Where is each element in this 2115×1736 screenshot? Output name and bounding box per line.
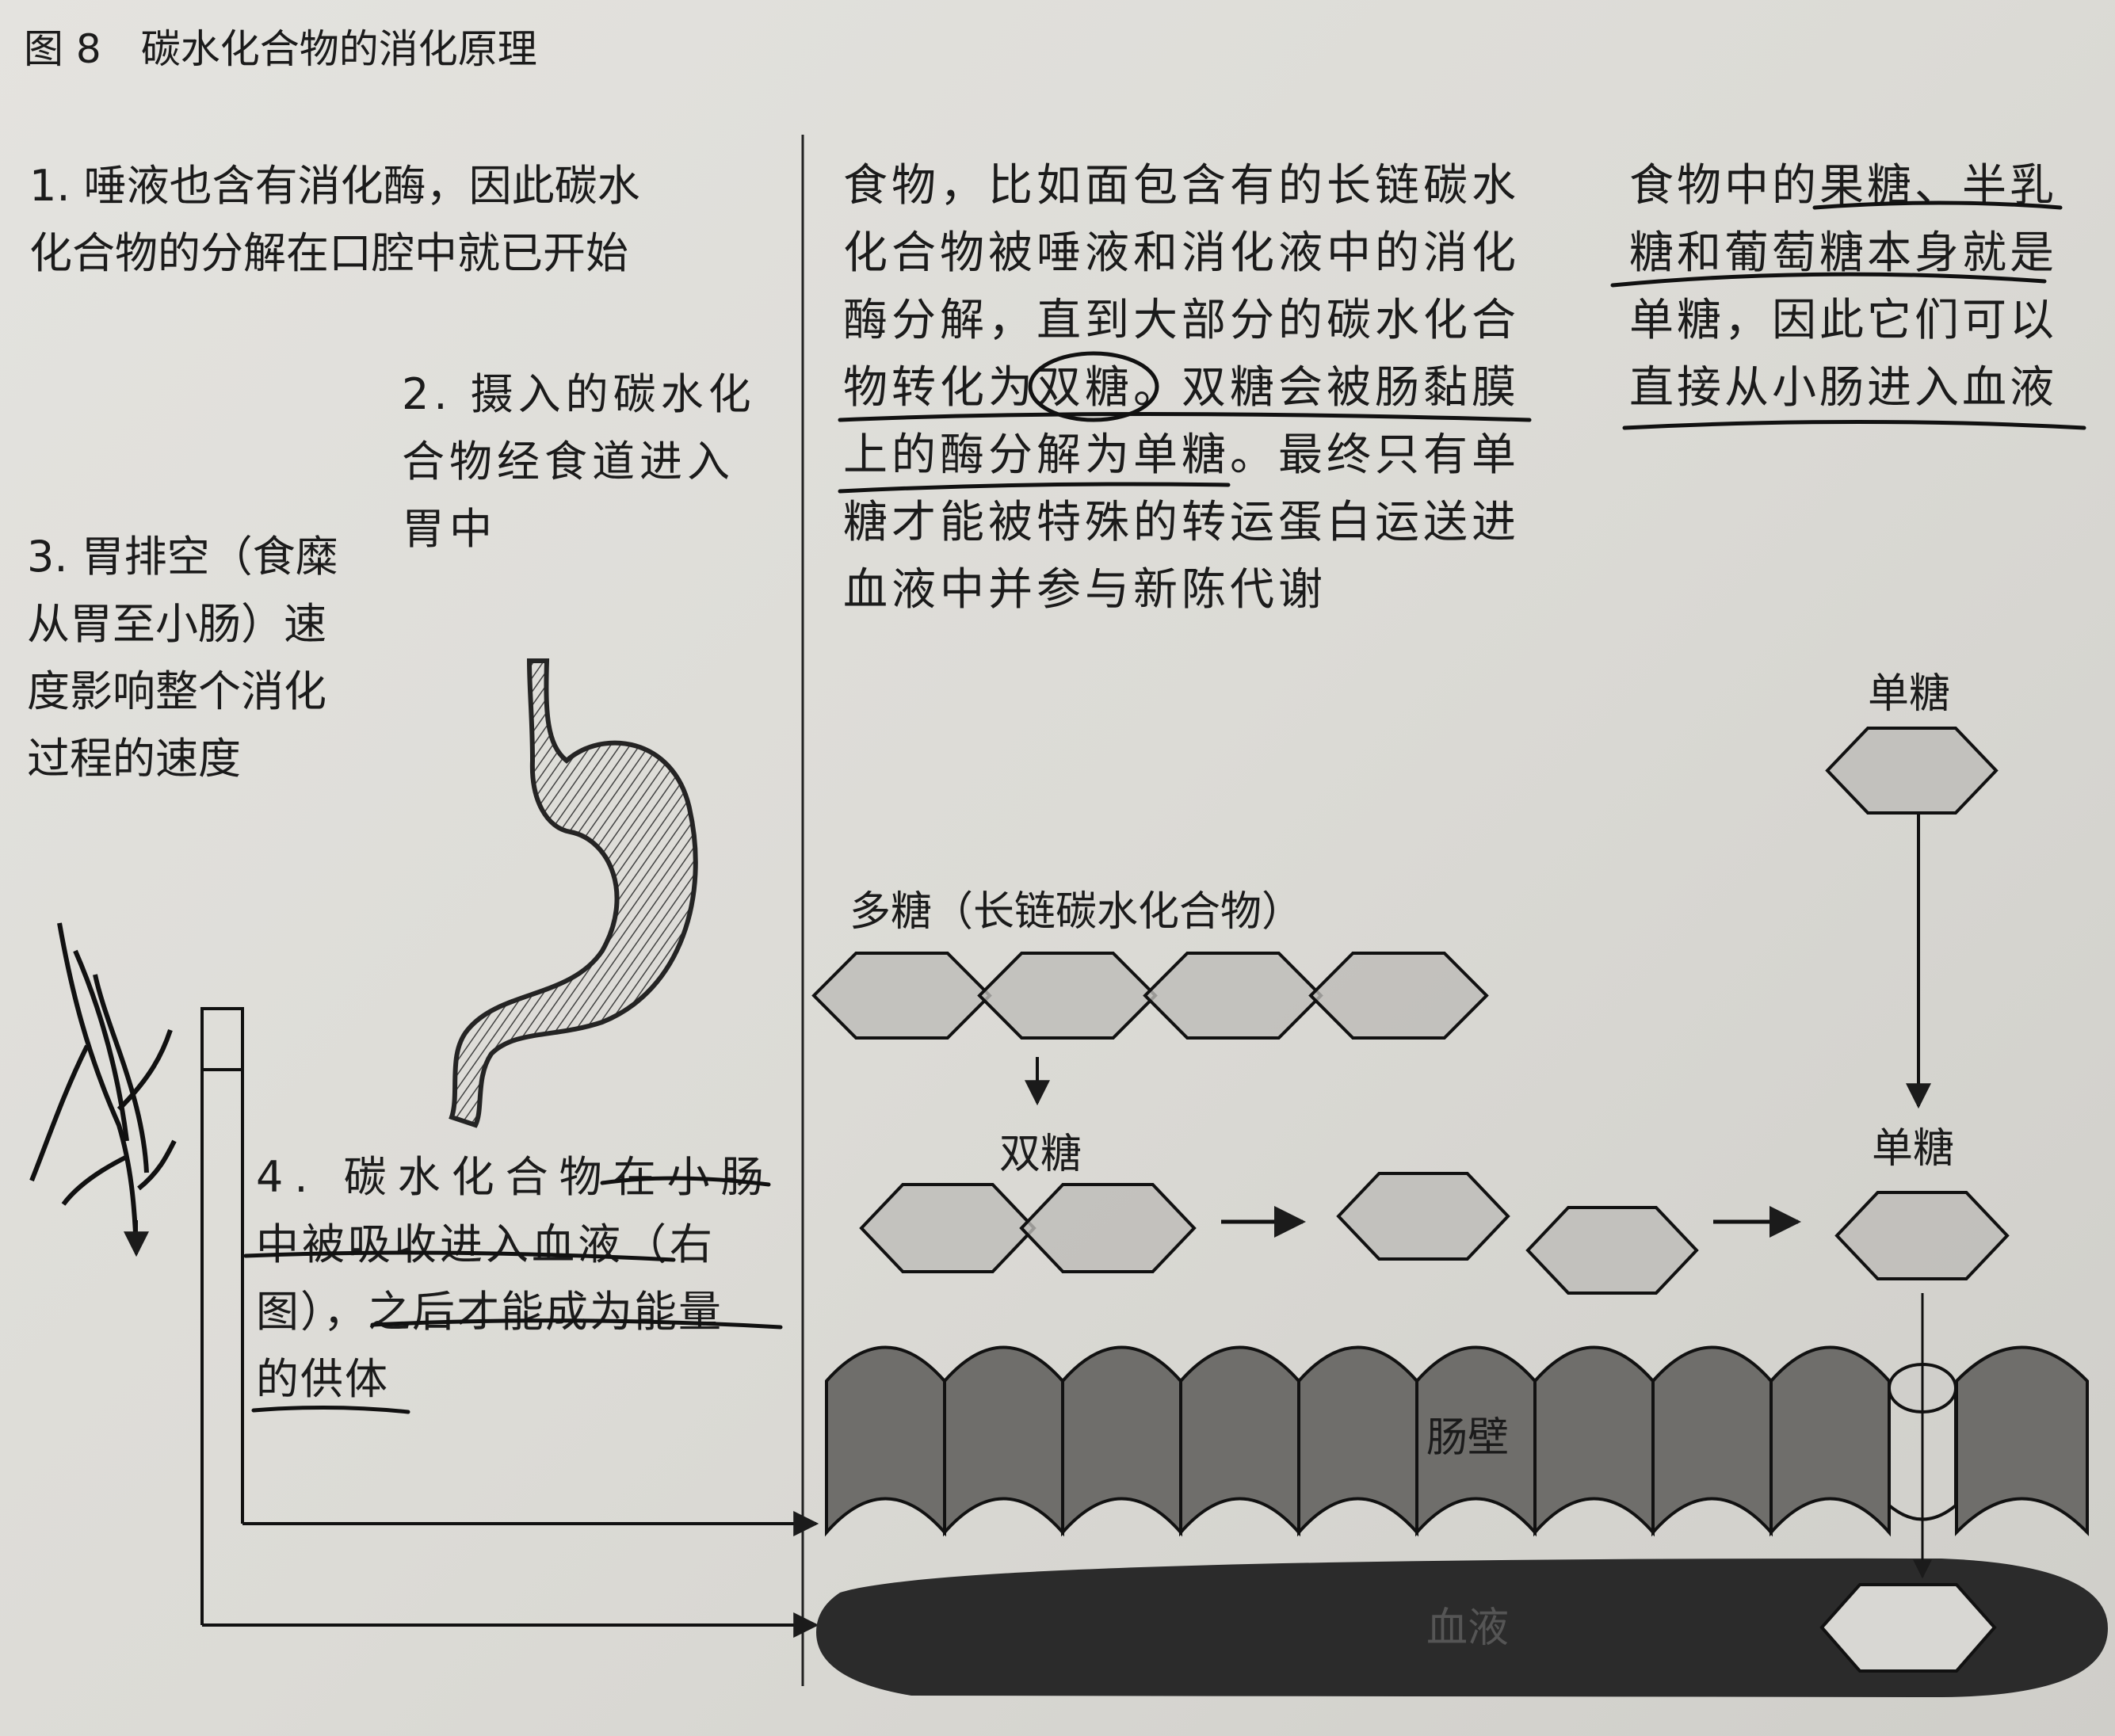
monosaccharide-hexagon-top [1825, 727, 1999, 815]
step3-line: 度影响整个消化 [27, 666, 326, 716]
middle-line: 酶分解，直到大部分的碳水化合 [843, 295, 1520, 346]
monosaccharide-top-label: 单糖 [1868, 670, 1950, 718]
disaccharide-label: 双糖 [999, 1131, 1082, 1178]
monosaccharide-hexagon [1525, 1206, 1699, 1295]
underline-stroke [838, 412, 1532, 422]
underline-stroke [1812, 200, 2063, 210]
blood-vessel [816, 1558, 2108, 1697]
middle-line: 化合物被唾液和消化液中的消化 [843, 227, 1520, 279]
underline-stroke [1622, 420, 2086, 430]
monosaccharide-hexagon [1336, 1172, 1510, 1261]
intestinal-cell [1955, 1345, 2089, 1536]
roots-illustration [29, 922, 177, 1253]
underline-stroke [600, 1176, 771, 1187]
handwritten-underlines [243, 200, 2086, 1414]
figure-number: 图 8 [24, 26, 101, 72]
intestinal-cell [1533, 1345, 1655, 1537]
monosaccharide-label: 单糖 [1872, 1125, 1954, 1173]
intestinal-cell [1769, 1345, 1891, 1537]
figure-caption: 碳水化合物的消化原理 [140, 26, 537, 72]
step1-line: 1. 唾液也含有消化酶，因此碳水 [29, 161, 640, 211]
intestine-tube [200, 1007, 244, 1625]
intestinal-cell [825, 1345, 946, 1537]
right-line: 单糖，因此它们可以 [1629, 295, 2057, 346]
step3-line: 从胃至小肠）速 [27, 599, 326, 649]
middle-line: 上的酶分解为单糖。最终只有单 [843, 429, 1520, 481]
intestinal-cell [1297, 1345, 1418, 1537]
intestinal-cell [1061, 1345, 1182, 1537]
disaccharide-hexagon [859, 1183, 1037, 1273]
polysaccharide-hexagon [811, 952, 992, 1040]
polysaccharide-hexagon [977, 952, 1158, 1040]
underline-stroke [251, 1405, 410, 1414]
underline-stroke [370, 1318, 783, 1330]
intestinal-cell [1651, 1345, 1773, 1537]
middle-line: 血液中并参与新陈代谢 [843, 564, 1327, 616]
right-line: 糖和葡萄糖本身就是 [1629, 227, 2057, 279]
intestinal-cell [1179, 1345, 1300, 1537]
underline-stroke [243, 1250, 676, 1262]
step4-line: 中被吸收进入血液（右 [256, 1219, 716, 1269]
step3-line: 过程的速度 [27, 734, 241, 784]
figure-title: 图 8 碳水化合物的消化原理 [24, 17, 537, 74]
polysaccharide-hexagon [1308, 952, 1489, 1040]
circle-annotation [1028, 351, 1159, 422]
blood-label: 血液 [1426, 1604, 1509, 1652]
step4-line: 图），之后才能成为能量 [256, 1287, 723, 1337]
disaccharide-hexagon [1019, 1183, 1197, 1273]
polysaccharide-hexagon [1143, 952, 1323, 1040]
step4-line: 的供体 [256, 1354, 389, 1404]
intestinal-cell [943, 1345, 1064, 1537]
step2-line: 2. 摄入的碳水化 [402, 369, 756, 419]
step2-line: 胃中 [402, 504, 497, 554]
stomach-illustration [449, 658, 698, 1128]
underline-stroke [1610, 272, 2047, 288]
middle-line: 物转化为双糖。双糖会被肠黏膜 [843, 362, 1520, 414]
monosaccharide-in-blood [1819, 1583, 1997, 1673]
middle-line: 糖才能被特殊的转运蛋白运送进 [843, 497, 1520, 548]
step3-line: 3. 胃排空（食糜 [27, 532, 338, 582]
monosaccharide-hexagon [1834, 1191, 2010, 1280]
underline-stroke [838, 482, 1231, 494]
step2-line: 合物经食道进入 [402, 437, 735, 486]
middle-line: 食物，比如面包含有的长链碳水 [843, 160, 1520, 212]
polysaccharide-label: 多糖（长链碳水化合物） [849, 888, 1303, 936]
intestinal-wall-label: 肠壁 [1426, 1414, 1509, 1462]
step1-line: 化合物的分解在口腔中就已开始 [29, 228, 628, 278]
right-line: 直接从小肠进入血液 [1629, 362, 2057, 414]
